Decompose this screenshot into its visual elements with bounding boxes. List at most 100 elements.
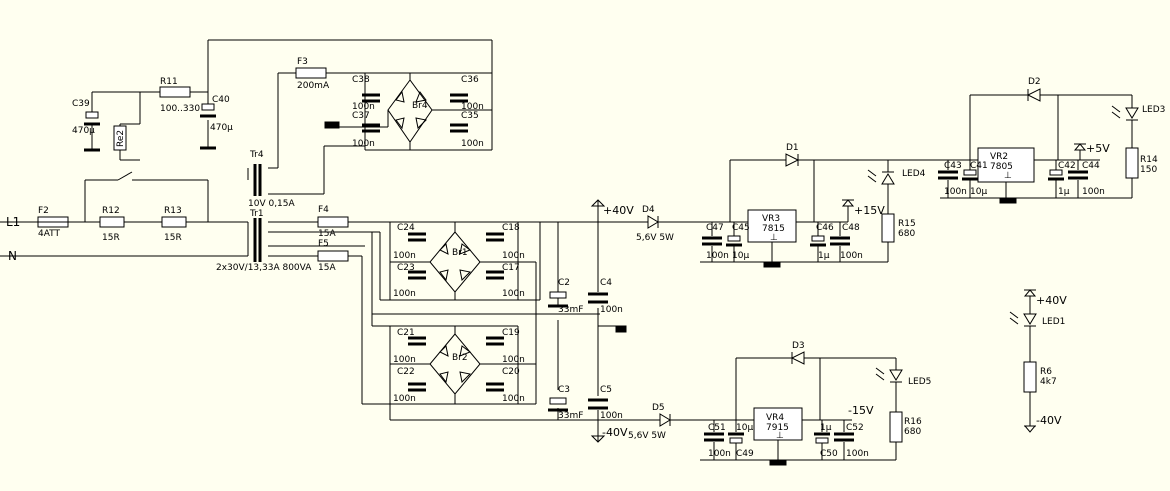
svg-text:F5: F5 [318, 239, 329, 249]
svg-text:470µ: 470µ [210, 123, 233, 133]
capacitors-br1: C24 100n C23 100n C18 100n C17 100n [393, 223, 525, 299]
fuse-f5: F5 15A [317, 239, 362, 273]
svg-text:100n: 100n [600, 411, 623, 421]
svg-text:LED1: LED1 [1042, 317, 1065, 327]
svg-text:200mA: 200mA [297, 81, 330, 91]
svg-text:1µ: 1µ [818, 251, 830, 261]
svg-text:100n: 100n [393, 394, 416, 404]
bridge-br2-section: Br2 [361, 232, 519, 405]
svg-text:F4: F4 [318, 205, 329, 215]
svg-text:⊥: ⊥ [770, 233, 778, 243]
svg-text:15A: 15A [318, 229, 336, 239]
svg-text:+15V: +15V [854, 204, 885, 217]
svg-text:1µ: 1µ [820, 423, 832, 433]
resistor-r13: R13 15R [161, 206, 187, 243]
svg-text:7815: 7815 [762, 224, 785, 234]
svg-text:R13: R13 [164, 206, 182, 216]
svg-text:R16: R16 [904, 417, 922, 427]
svg-text:VR2: VR2 [990, 152, 1008, 162]
led4-r15: LED4 R15 680 [867, 160, 926, 262]
svg-text:100n: 100n [706, 251, 729, 261]
capacitor-c4: C4 100n [588, 278, 623, 315]
svg-text:10µ: 10µ [732, 251, 749, 261]
svg-text:10µ: 10µ [736, 423, 753, 433]
svg-text:F3: F3 [297, 57, 308, 67]
svg-text:2x30V/13,33A 800VA: 2x30V/13,33A 800VA [216, 263, 312, 273]
svg-text:C37: C37 [352, 111, 370, 121]
svg-text:C52: C52 [846, 423, 864, 433]
svg-text:C46: C46 [816, 223, 834, 233]
svg-text:4k7: 4k7 [1040, 377, 1057, 387]
svg-text:100n: 100n [352, 102, 375, 112]
svg-text:D4: D4 [642, 205, 655, 215]
svg-text:LED5: LED5 [908, 377, 931, 387]
svg-text:⊥: ⊥ [1004, 171, 1012, 181]
svg-text:D2: D2 [1028, 77, 1041, 87]
svg-text:+5V: +5V [1086, 142, 1110, 155]
zener-d4: D4 5,6V 5W [636, 205, 730, 243]
svg-text:100n: 100n [944, 187, 967, 197]
svg-text:VR3: VR3 [762, 214, 780, 224]
svg-text:100n: 100n [600, 305, 623, 315]
svg-text:C40: C40 [212, 95, 230, 105]
svg-text:100n: 100n [846, 449, 869, 459]
svg-text:5,6V 5W: 5,6V 5W [628, 431, 666, 441]
svg-text:C23: C23 [397, 263, 415, 273]
bridge-br1-section: Br1 [379, 221, 540, 301]
svg-text:D3: D3 [792, 341, 805, 351]
rail-plus-40v-label: +40V [603, 204, 634, 217]
svg-text:R14: R14 [1140, 155, 1158, 165]
svg-text:C42: C42 [1058, 161, 1076, 171]
svg-text:10V 0,15A: 10V 0,15A [248, 199, 296, 209]
regulator-vr4-section: VR4 7915 ⊥ C51 10µ 100n C49 1µ C52 C50 1… [700, 341, 896, 466]
capacitor-c2: C2 33mF [548, 278, 583, 315]
svg-text:150: 150 [1140, 165, 1157, 175]
neutral-n-label: N [8, 249, 17, 263]
svg-text:4ATT: 4ATT [38, 229, 61, 239]
svg-text:C45: C45 [732, 223, 750, 233]
svg-text:C22: C22 [397, 367, 415, 377]
wires-input [0, 39, 493, 257]
capacitor-c40: C40 470µ [200, 95, 233, 150]
svg-text:100n: 100n [502, 251, 525, 261]
transformer-tr4: Tr4 10V 0,15A [247, 145, 365, 209]
svg-text:R6: R6 [1040, 367, 1052, 377]
svg-text:LED4: LED4 [902, 169, 926, 179]
svg-text:C48: C48 [842, 223, 860, 233]
capacitors-br4: C38 100n C37 100n C36 100n C35 100n [352, 75, 484, 149]
svg-text:470µ: 470µ [72, 126, 95, 136]
svg-text:100n: 100n [1082, 187, 1105, 197]
fuse-f4: F4 15A [317, 205, 390, 239]
svg-text:Tr1: Tr1 [249, 209, 264, 219]
svg-text:C49: C49 [736, 449, 754, 459]
wires-rails [372, 199, 650, 443]
svg-text:33mF: 33mF [558, 411, 583, 421]
svg-text:100n: 100n [461, 139, 484, 149]
svg-text:C17: C17 [502, 263, 520, 273]
svg-text:R12: R12 [102, 206, 120, 216]
svg-text:C36: C36 [461, 75, 479, 85]
regulator-vr3-section: VR3 7815 ⊥ C47 C45 100n 10µ C46 C48 1µ 1… [700, 143, 888, 268]
svg-text:Br1: Br1 [452, 248, 468, 258]
svg-text:15R: 15R [102, 233, 120, 243]
svg-text:Tr4: Tr4 [249, 150, 264, 160]
svg-text:LED3: LED3 [1142, 105, 1165, 115]
svg-text:VR4: VR4 [766, 413, 784, 423]
svg-text:10µ: 10µ [970, 187, 987, 197]
zener-d5: D5 5,6V 5W [628, 403, 736, 441]
svg-text:C18: C18 [502, 223, 520, 233]
svg-text:-40V: -40V [1036, 414, 1062, 427]
svg-text:Br2: Br2 [452, 353, 468, 363]
svg-text:C35: C35 [461, 111, 479, 121]
fuse-f2: F2 4ATT [37, 206, 69, 239]
svg-text:33mF: 33mF [558, 305, 583, 315]
svg-text:680: 680 [898, 229, 915, 239]
svg-text:100n: 100n [461, 102, 484, 112]
svg-text:R15: R15 [898, 219, 916, 229]
svg-text:D5: D5 [652, 403, 665, 413]
svg-text:R11: R11 [160, 77, 178, 87]
svg-text:C19: C19 [502, 328, 520, 338]
resistor-r12: R12 15R [99, 206, 125, 243]
svg-text:+40V: +40V [1036, 294, 1067, 307]
